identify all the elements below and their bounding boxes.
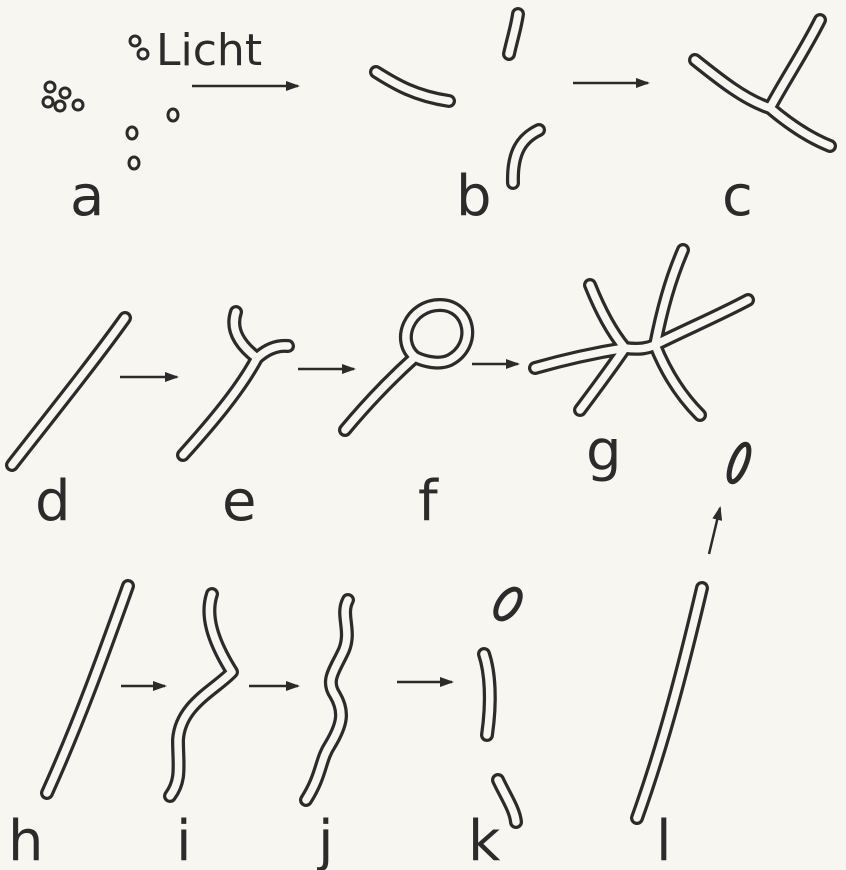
stage-f-loop: [345, 305, 467, 430]
stage-j-beaded: [306, 600, 348, 800]
label-k: k: [468, 809, 501, 870]
stage-e-branch: [183, 312, 288, 455]
label-c: c: [722, 164, 753, 229]
stage-i-wavy: [170, 594, 232, 796]
spore: [129, 157, 139, 169]
label-j: j: [316, 809, 334, 870]
label-g: g: [586, 419, 622, 484]
spore: [45, 82, 55, 92]
spore: [127, 127, 137, 139]
stage-k-fragments: [484, 585, 525, 822]
spore: [43, 97, 53, 107]
label-e: e: [222, 469, 256, 534]
light-label: Licht: [156, 25, 262, 76]
label-f: f: [418, 469, 439, 534]
label-d: d: [35, 469, 71, 534]
fragment: [491, 585, 525, 623]
label-a: a: [70, 164, 104, 229]
stage-d-tube: [12, 318, 125, 465]
fragment: [725, 442, 753, 484]
stage-g-star: [535, 250, 748, 415]
spore: [138, 49, 148, 59]
label-l: l: [656, 809, 672, 870]
spore: [55, 101, 65, 111]
spore: [73, 100, 83, 110]
label-b: b: [456, 164, 492, 229]
stage-c-branched: [695, 20, 830, 146]
arrow-l-up: [709, 508, 720, 554]
spore: [168, 109, 178, 121]
stage-l-tube: [637, 442, 753, 818]
label-h: h: [8, 809, 44, 870]
stage-b-fragments: [376, 14, 539, 183]
stage-h-tube: [47, 586, 128, 793]
label-i: i: [176, 809, 192, 870]
spore: [130, 36, 140, 46]
spore: [60, 88, 70, 98]
